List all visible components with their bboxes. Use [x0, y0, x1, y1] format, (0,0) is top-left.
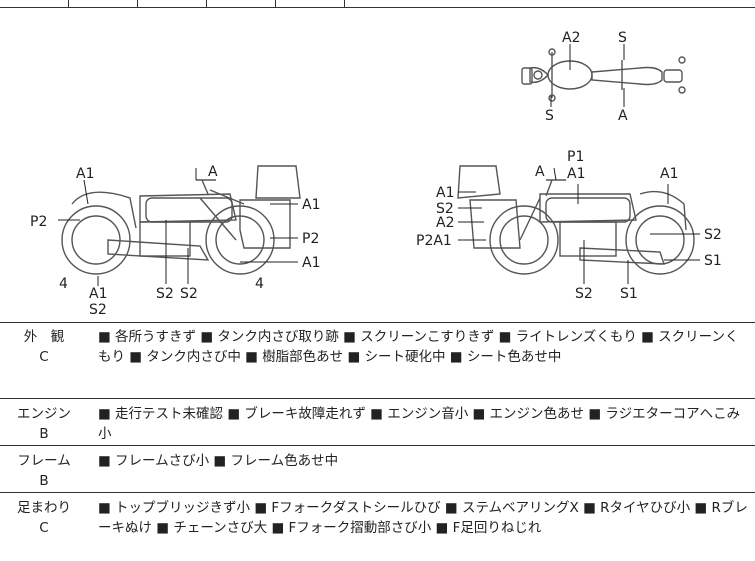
- category-grade: B: [39, 426, 49, 442]
- label-left-a1-bottom: A1: [89, 286, 107, 302]
- label-left-a1-right: A1: [302, 197, 320, 213]
- label-top-a-bottom: A: [618, 108, 628, 124]
- label-right-a1: A1: [660, 166, 678, 182]
- label-left-num-4-right: 4: [255, 276, 264, 292]
- condition-description: ■ 走行テスト未確認 ■ ブレーキ故障走れず ■ エンジン音小 ■ エンジン色あ…: [98, 406, 741, 442]
- label-right-a1-top-mid: A1: [567, 166, 585, 182]
- row-frame: フレーム B ■ フレームさび小 ■ フレーム色あせ中: [0, 446, 755, 493]
- label-left-s2-mid1: S2: [156, 286, 174, 302]
- motorcycle-diagram-svg: A2 S S A: [30, 30, 722, 318]
- category-cell: 足まわり C: [0, 493, 88, 538]
- label-right-a1-left: A1: [436, 185, 454, 201]
- label-left-a: A: [208, 164, 218, 180]
- category-cell: エンジン B: [0, 399, 88, 444]
- header-table-strip: [0, 0, 755, 8]
- label-left-num-4: 4: [59, 276, 68, 292]
- category-name: エンジン: [17, 406, 71, 422]
- condition-description: ■ フレームさび小 ■ フレーム色あせ中: [98, 453, 339, 469]
- category-grade: B: [39, 473, 49, 489]
- category-name: フレーム: [17, 453, 71, 469]
- category-cell: 外 観 C: [0, 322, 88, 367]
- label-right-s1: S1: [704, 253, 722, 269]
- label-left-p2: P2: [30, 214, 47, 230]
- label-right-p2a1: P2A1: [416, 233, 452, 249]
- label-top-s-bottom: S: [545, 108, 554, 124]
- label-right-s1-bottom: S1: [620, 286, 638, 302]
- category-name: 足まわり: [17, 500, 71, 516]
- label-left-a1-lower: A1: [302, 255, 320, 271]
- label-right-s2-left: S2: [436, 201, 454, 217]
- label-top-a2: A2: [562, 30, 580, 46]
- category-cell: フレーム B: [0, 446, 88, 491]
- label-left-p2-right: P2: [302, 231, 319, 247]
- label-right-s2: S2: [704, 227, 722, 243]
- motorcycle-top-view: [521, 48, 686, 102]
- row-suspension: 足まわり C ■ トップブリッジきず小 ■ Fフォークダストシールひび ■ ステ…: [0, 493, 755, 561]
- category-grade: C: [39, 349, 49, 365]
- category-grade: C: [39, 520, 49, 536]
- row-exterior: 外 観 C ■ 各所うすきず ■ タンク内さび取り跡 ■ スクリーンこすりきず …: [0, 322, 755, 399]
- condition-description: ■ トップブリッジきず小 ■ Fフォークダストシールひび ■ ステムベアリングX…: [98, 500, 748, 536]
- label-left-s2-mid2: S2: [180, 286, 198, 302]
- label-right-s2-bottom: S2: [575, 286, 593, 302]
- label-right-a: A: [535, 164, 545, 180]
- damage-diagram: A2 S S A: [0, 8, 755, 323]
- motorcycle-right-view: [457, 165, 695, 275]
- condition-description: ■ 各所うすきず ■ タンク内さび取り跡 ■ スクリーンこすりきず ■ ライトレ…: [98, 329, 739, 365]
- label-right-p1: P1: [567, 149, 584, 165]
- row-engine: エンジン B ■ 走行テスト未確認 ■ ブレーキ故障走れず ■ エンジン音小 ■…: [0, 399, 755, 446]
- motorcycle-left-view: [61, 165, 301, 275]
- label-right-a2-left: A2: [436, 215, 454, 231]
- label-left-s2-bottom: S2: [89, 302, 107, 318]
- label-left-a1-top: A1: [76, 166, 94, 182]
- category-name: 外 観: [23, 329, 65, 345]
- label-top-s: S: [618, 30, 627, 46]
